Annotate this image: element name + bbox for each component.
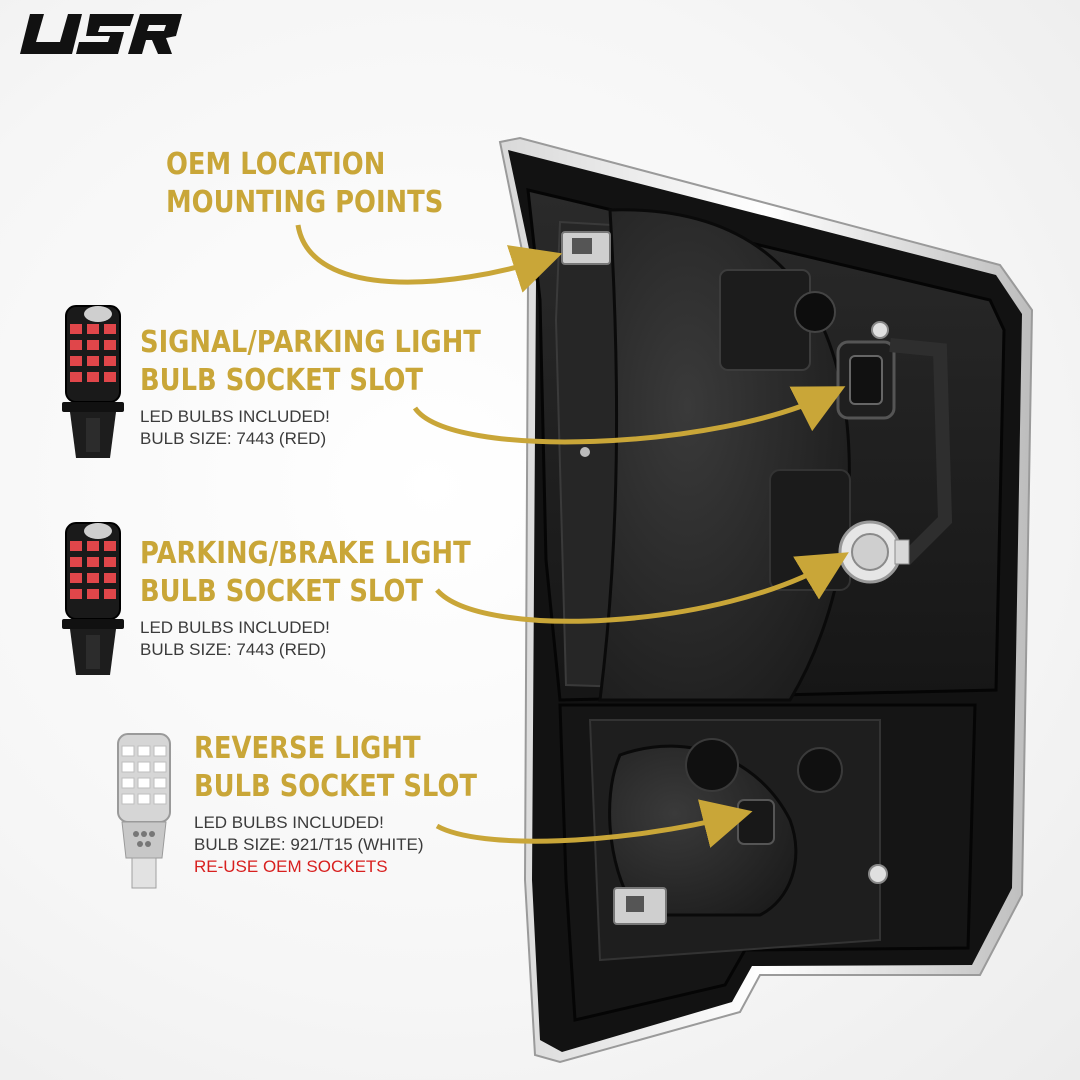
red-led-bulb-icon bbox=[62, 305, 124, 458]
callout-signal-parking-note: LED BULBS INCLUDED! BULB SIZE: 7443 (RED… bbox=[140, 406, 330, 450]
note-line: LED BULBS INCLUDED! bbox=[140, 618, 330, 637]
callout-title-line: SIGNAL/PARKING LIGHT bbox=[140, 325, 481, 360]
callout-parking-brake-note: LED BULBS INCLUDED! BULB SIZE: 7443 (RED… bbox=[140, 617, 330, 661]
callout-title-line: BULB SOCKET SLOT bbox=[140, 363, 423, 398]
white-led-bulb-icon bbox=[117, 733, 171, 889]
callout-title-line: OEM LOCATION bbox=[166, 147, 386, 182]
callout-title-line: BULB SOCKET SLOT bbox=[194, 769, 477, 804]
note-line: BULB SIZE: 7443 (RED) bbox=[140, 640, 327, 659]
callout-reverse-title: REVERSE LIGHT BULB SOCKET SLOT bbox=[194, 730, 477, 806]
callout-title-line: REVERSE LIGHT bbox=[194, 731, 421, 766]
callout-signal-parking-title: SIGNAL/PARKING LIGHT BULB SOCKET SLOT bbox=[140, 324, 481, 400]
callout-reverse-note: LED BULBS INCLUDED! BULB SIZE: 921/T15 (… bbox=[194, 812, 424, 878]
red-led-bulb-icon bbox=[62, 522, 124, 675]
callout-title-line: MOUNTING POINTS bbox=[166, 185, 444, 220]
callout-title-line: BULB SOCKET SLOT bbox=[140, 574, 423, 609]
note-line: LED BULBS INCLUDED! bbox=[140, 407, 330, 426]
brand-logo bbox=[20, 14, 182, 54]
callout-oem-mounting-title: OEM LOCATION MOUNTING POINTS bbox=[166, 146, 443, 222]
note-line: BULB SIZE: 921/T15 (WHITE) bbox=[194, 835, 424, 854]
callout-title-line: PARKING/BRAKE LIGHT bbox=[140, 536, 471, 571]
note-line: BULB SIZE: 7443 (RED) bbox=[140, 429, 327, 448]
reuse-sockets-warning: RE-USE OEM SOCKETS bbox=[194, 857, 388, 876]
callout-parking-brake-title: PARKING/BRAKE LIGHT BULB SOCKET SLOT bbox=[140, 535, 471, 611]
note-line: LED BULBS INCLUDED! bbox=[194, 813, 384, 832]
